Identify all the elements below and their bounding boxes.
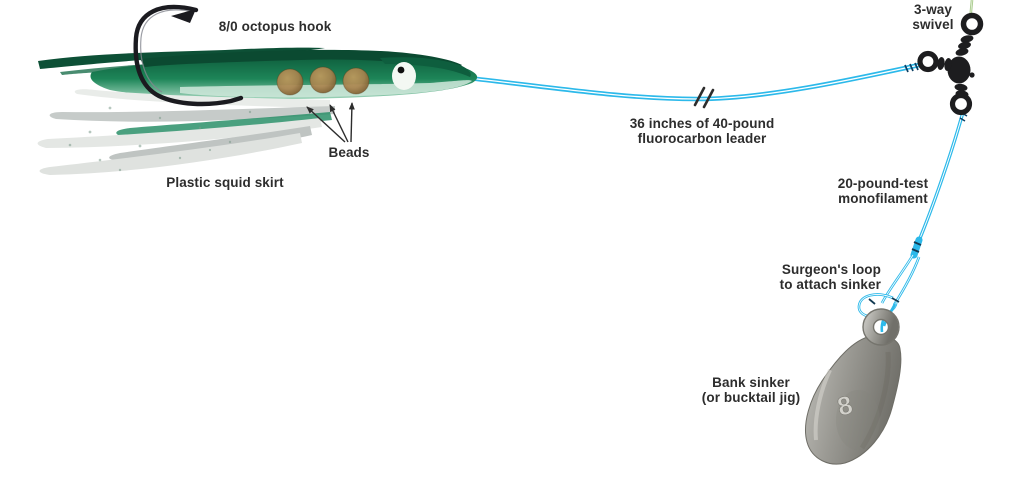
octopus-hook [133,4,244,107]
leader-break-marks [693,86,715,109]
leader-label-line1: 36 inches of 40-pound [629,116,775,131]
monofilament-label: 20-pound-test monofilament [800,176,966,206]
three-way-swivel [917,12,984,116]
leader-label-line2: fluorocarbon leader [637,131,767,146]
surgeons-loop-label-line2: to attach sinker [779,277,881,292]
leader-label: 36 inches of 40-pound fluorocarbon leade… [612,116,792,146]
sinker-label-line1: Bank sinker [712,375,790,390]
beads-group [276,66,370,96]
skirt-streamers [37,89,335,175]
bead [276,68,304,96]
beads-arrows [306,102,355,143]
skirt-label: Plastic squid skirt [166,175,284,190]
bank-sinker: 8 [805,308,902,465]
squid-skirt-lure [37,4,478,175]
lure-eye [392,62,416,90]
monofilament-label-line1: 20-pound-test [837,176,929,191]
swivel-label-line2: swivel [912,17,954,32]
sinker-label-line2: (or bucktail jig) [701,390,801,405]
sinker-label: Bank sinker (or bucktail jig) [666,375,836,405]
surgeons-loop-label-line1: Surgeon's loop [781,262,881,277]
fluorocarbon-leader-line [465,62,922,102]
swivel-label-line1: 3-way [913,2,953,17]
beads-label: Beads [328,145,370,160]
monofilament-label-line2: monofilament [838,191,928,206]
swivel-label: 3-way swivel [890,2,976,32]
bead [342,67,370,95]
hook-label: 8/0 octopus hook [218,19,332,34]
surgeons-loop-label: Surgeon's loop to attach sinker [731,262,881,292]
surgeons-loop-knot [857,236,923,333]
bead [309,66,337,94]
